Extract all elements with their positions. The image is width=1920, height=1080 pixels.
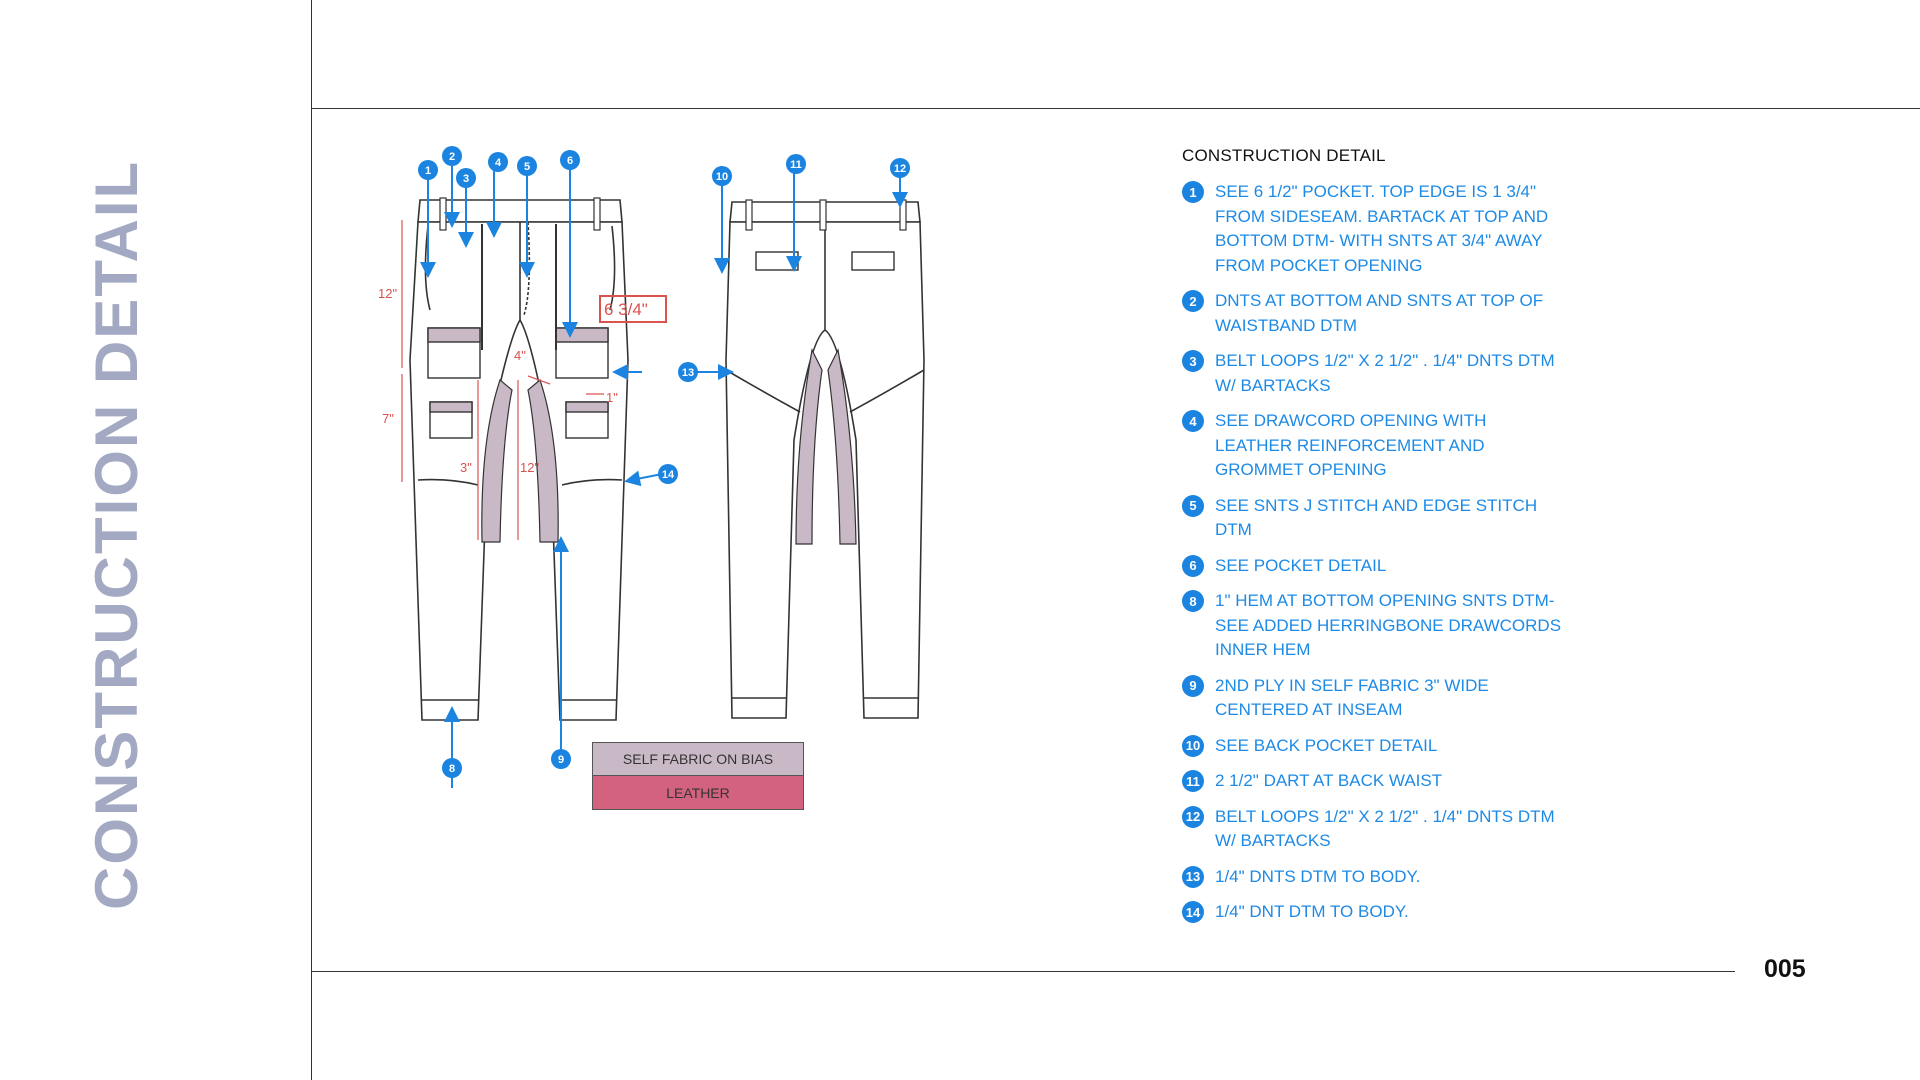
note-text: BELT LOOPS 1/2" X 2 1/2" . 1/4" DNTS DTM… [1215, 806, 1555, 851]
note-item: 10 SEE BACK POCKET DETAIL [1182, 734, 1562, 759]
measurement-lines [401, 220, 667, 540]
measure-1: 1" [606, 390, 618, 405]
svg-text:5: 5 [524, 161, 530, 173]
pants-technical-drawing: 12" 7" 4" 1" 3" 12" 6 3/4" 1 2 3 4 5 6 8… [378, 146, 925, 788]
back-panel-right [827, 348, 857, 545]
note-item: 11 2 1/2" DART AT BACK WAIST [1182, 769, 1562, 794]
note-item: 3 BELT LOOPS 1/2" X 2 1/2" . 1/4" DNTS DT… [1182, 349, 1562, 398]
notes-list: 1 SEE 6 1/2" POCKET. TOP EDGE IS 1 3/4" F… [1182, 180, 1562, 925]
note-text: 1/4" DNTS DTM TO BODY. [1215, 866, 1421, 886]
callout-badges: 1 2 3 4 5 6 8 9 13 14 11 10 12 [418, 146, 910, 778]
note-number-badge: 3 [1182, 350, 1204, 372]
legend-leather: LEATHER [592, 776, 804, 810]
note-text: 1" HEM AT BOTTOM OPENING SNTS DTM- SEE A… [1215, 591, 1562, 659]
note-number-badge: 2 [1182, 290, 1204, 312]
notes-heading: CONSTRUCTION DETAIL [1182, 146, 1386, 165]
inseam-panel-right [527, 378, 559, 543]
note-item: 4 SEE DRAWCORD OPENING WITH LEATHER REINF… [1182, 409, 1562, 483]
note-item: 9 2ND PLY IN SELF FABRIC 3" WIDE CENTERED… [1182, 674, 1562, 723]
note-text: DNTS AT BOTTOM AND SNTS AT TOP OF WAISTB… [1215, 291, 1544, 335]
svg-text:12: 12 [894, 163, 906, 175]
note-text: 2ND PLY IN SELF FABRIC 3" WIDE CENTERED … [1215, 675, 1489, 720]
top-divider [311, 108, 1920, 109]
page-number: 005 [1764, 955, 1806, 983]
measure-12-inner: 12" [520, 460, 539, 475]
svg-text:11: 11 [790, 159, 802, 171]
construction-notes: CONSTRUCTION DETAIL 1 SEE 6 1/2" POCKET. … [1182, 146, 1562, 936]
measure-3: 3" [460, 460, 472, 475]
note-number-badge: 14 [1182, 901, 1204, 923]
note-number-badge: 8 [1182, 590, 1204, 612]
note-text: 2 1/2" DART AT BACK WAIST [1215, 771, 1443, 790]
svg-text:10: 10 [716, 171, 728, 183]
note-number-badge: 9 [1182, 674, 1204, 697]
note-item: 6 SEE POCKET DETAIL [1182, 554, 1562, 579]
note-item: 12 BELT LOOPS 1/2" X 2 1/2" . 1/4" DNTS D… [1182, 805, 1562, 854]
svg-text:6: 6 [567, 155, 573, 167]
svg-text:9: 9 [558, 754, 564, 766]
bottom-divider [311, 971, 1735, 972]
svg-text:2: 2 [449, 151, 455, 163]
svg-text:14: 14 [662, 469, 675, 481]
note-text: SEE BACK POCKET DETAIL [1215, 735, 1438, 755]
note-text: SEE POCKET DETAIL [1215, 555, 1387, 575]
front-view [409, 199, 629, 721]
measure-12-top: 12" [378, 286, 397, 301]
note-item: 8 1" HEM AT BOTTOM OPENING SNTS DTM- SEE … [1182, 589, 1562, 663]
svg-text:13: 13 [682, 367, 694, 379]
note-number-badge: 4 [1182, 410, 1204, 432]
front-cargo-pockets [427, 327, 609, 439]
back-view [725, 201, 925, 719]
measure-4: 4" [514, 348, 526, 363]
note-item: 1 SEE 6 1/2" POCKET. TOP EDGE IS 1 3/4" F… [1182, 180, 1562, 278]
material-legend: SELF FABRIC ON BIAS LEATHER [592, 742, 804, 810]
note-number-badge: 11 [1182, 770, 1204, 792]
note-text: 1/4" DNT DTM TO BODY. [1215, 902, 1409, 921]
note-text: SEE 6 1/2" POCKET. TOP EDGE IS 1 3/4" FR… [1215, 182, 1549, 275]
callout-arrows [420, 158, 908, 788]
note-item: 5 SEE SNTS J STITCH AND EDGE STITCH DTM [1182, 494, 1562, 543]
note-number-badge: 13 [1182, 865, 1204, 888]
note-item: 14 1/4" DNT DTM TO BODY. [1182, 900, 1562, 925]
vertical-divider [311, 0, 312, 1080]
measure-7: 7" [382, 411, 394, 426]
legend-self-fabric: SELF FABRIC ON BIAS [592, 742, 804, 776]
note-number-badge: 10 [1182, 734, 1204, 757]
inseam-panel-left [481, 378, 513, 543]
back-panel-left [795, 348, 823, 545]
note-number-badge: 5 [1182, 494, 1204, 517]
pocket-measure-box: 6 3/4" [604, 300, 648, 319]
note-item: 2 DNTS AT BOTTOM AND SNTS AT TOP OF WAIST… [1182, 289, 1562, 338]
drawcords [481, 224, 557, 350]
note-text: BELT LOOPS 1/2" X 2 1/2" . 1/4" DNTS DTM… [1215, 351, 1555, 395]
note-number-badge: 12 [1182, 805, 1204, 828]
svg-text:8: 8 [449, 763, 455, 775]
note-number-badge: 6 [1182, 554, 1204, 577]
side-title: CONSTRUCTION DETAIL [83, 159, 150, 910]
note-text: SEE SNTS J STITCH AND EDGE STITCH DTM [1215, 495, 1538, 540]
note-text: SEE DRAWCORD OPENING WITH LEATHER REINFO… [1215, 411, 1487, 479]
svg-text:4: 4 [495, 157, 502, 169]
svg-text:1: 1 [425, 165, 431, 177]
note-item: 13 1/4" DNTS DTM TO BODY. [1182, 865, 1562, 890]
svg-text:3: 3 [463, 173, 469, 185]
note-number-badge: 1 [1182, 181, 1204, 203]
